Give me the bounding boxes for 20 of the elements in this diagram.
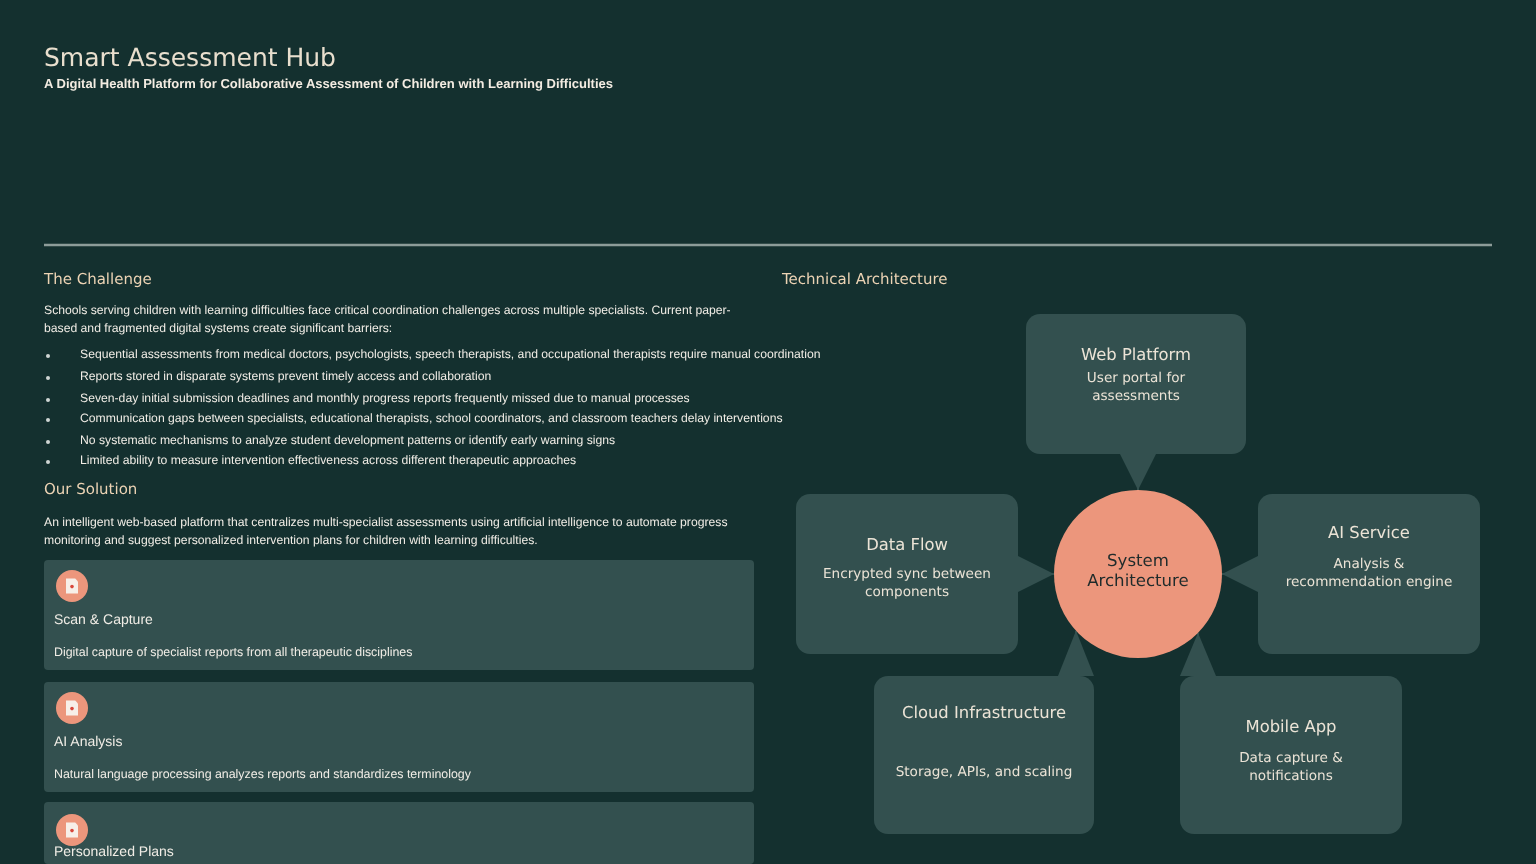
- component-box: [1026, 314, 1246, 454]
- component-title: Mobile App: [1243, 716, 1339, 736]
- component-title: AI Service: [1326, 522, 1412, 542]
- component-title: Web Platform: [1079, 344, 1193, 364]
- component-box: [796, 494, 1018, 654]
- component-title: Data Flow: [864, 534, 950, 554]
- component-box: [1180, 676, 1402, 834]
- pointer-arrow: [1017, 556, 1055, 592]
- component-title: Cloud Infrastructure: [899, 702, 1068, 722]
- pointer-arrow: [1120, 453, 1156, 491]
- component-box: [1258, 494, 1480, 654]
- pointer-arrow: [1180, 631, 1216, 677]
- pointer-arrow: [1058, 629, 1094, 677]
- pointer-arrow: [1221, 556, 1259, 592]
- component-box: [874, 676, 1094, 834]
- hub-title: System Architecture: [1085, 549, 1191, 589]
- feature-card: [44, 559, 754, 670]
- feature-card: [44, 681, 754, 792]
- feature-card: [44, 802, 754, 864]
- title: Smart Assessment Hub: [44, 42, 336, 72]
